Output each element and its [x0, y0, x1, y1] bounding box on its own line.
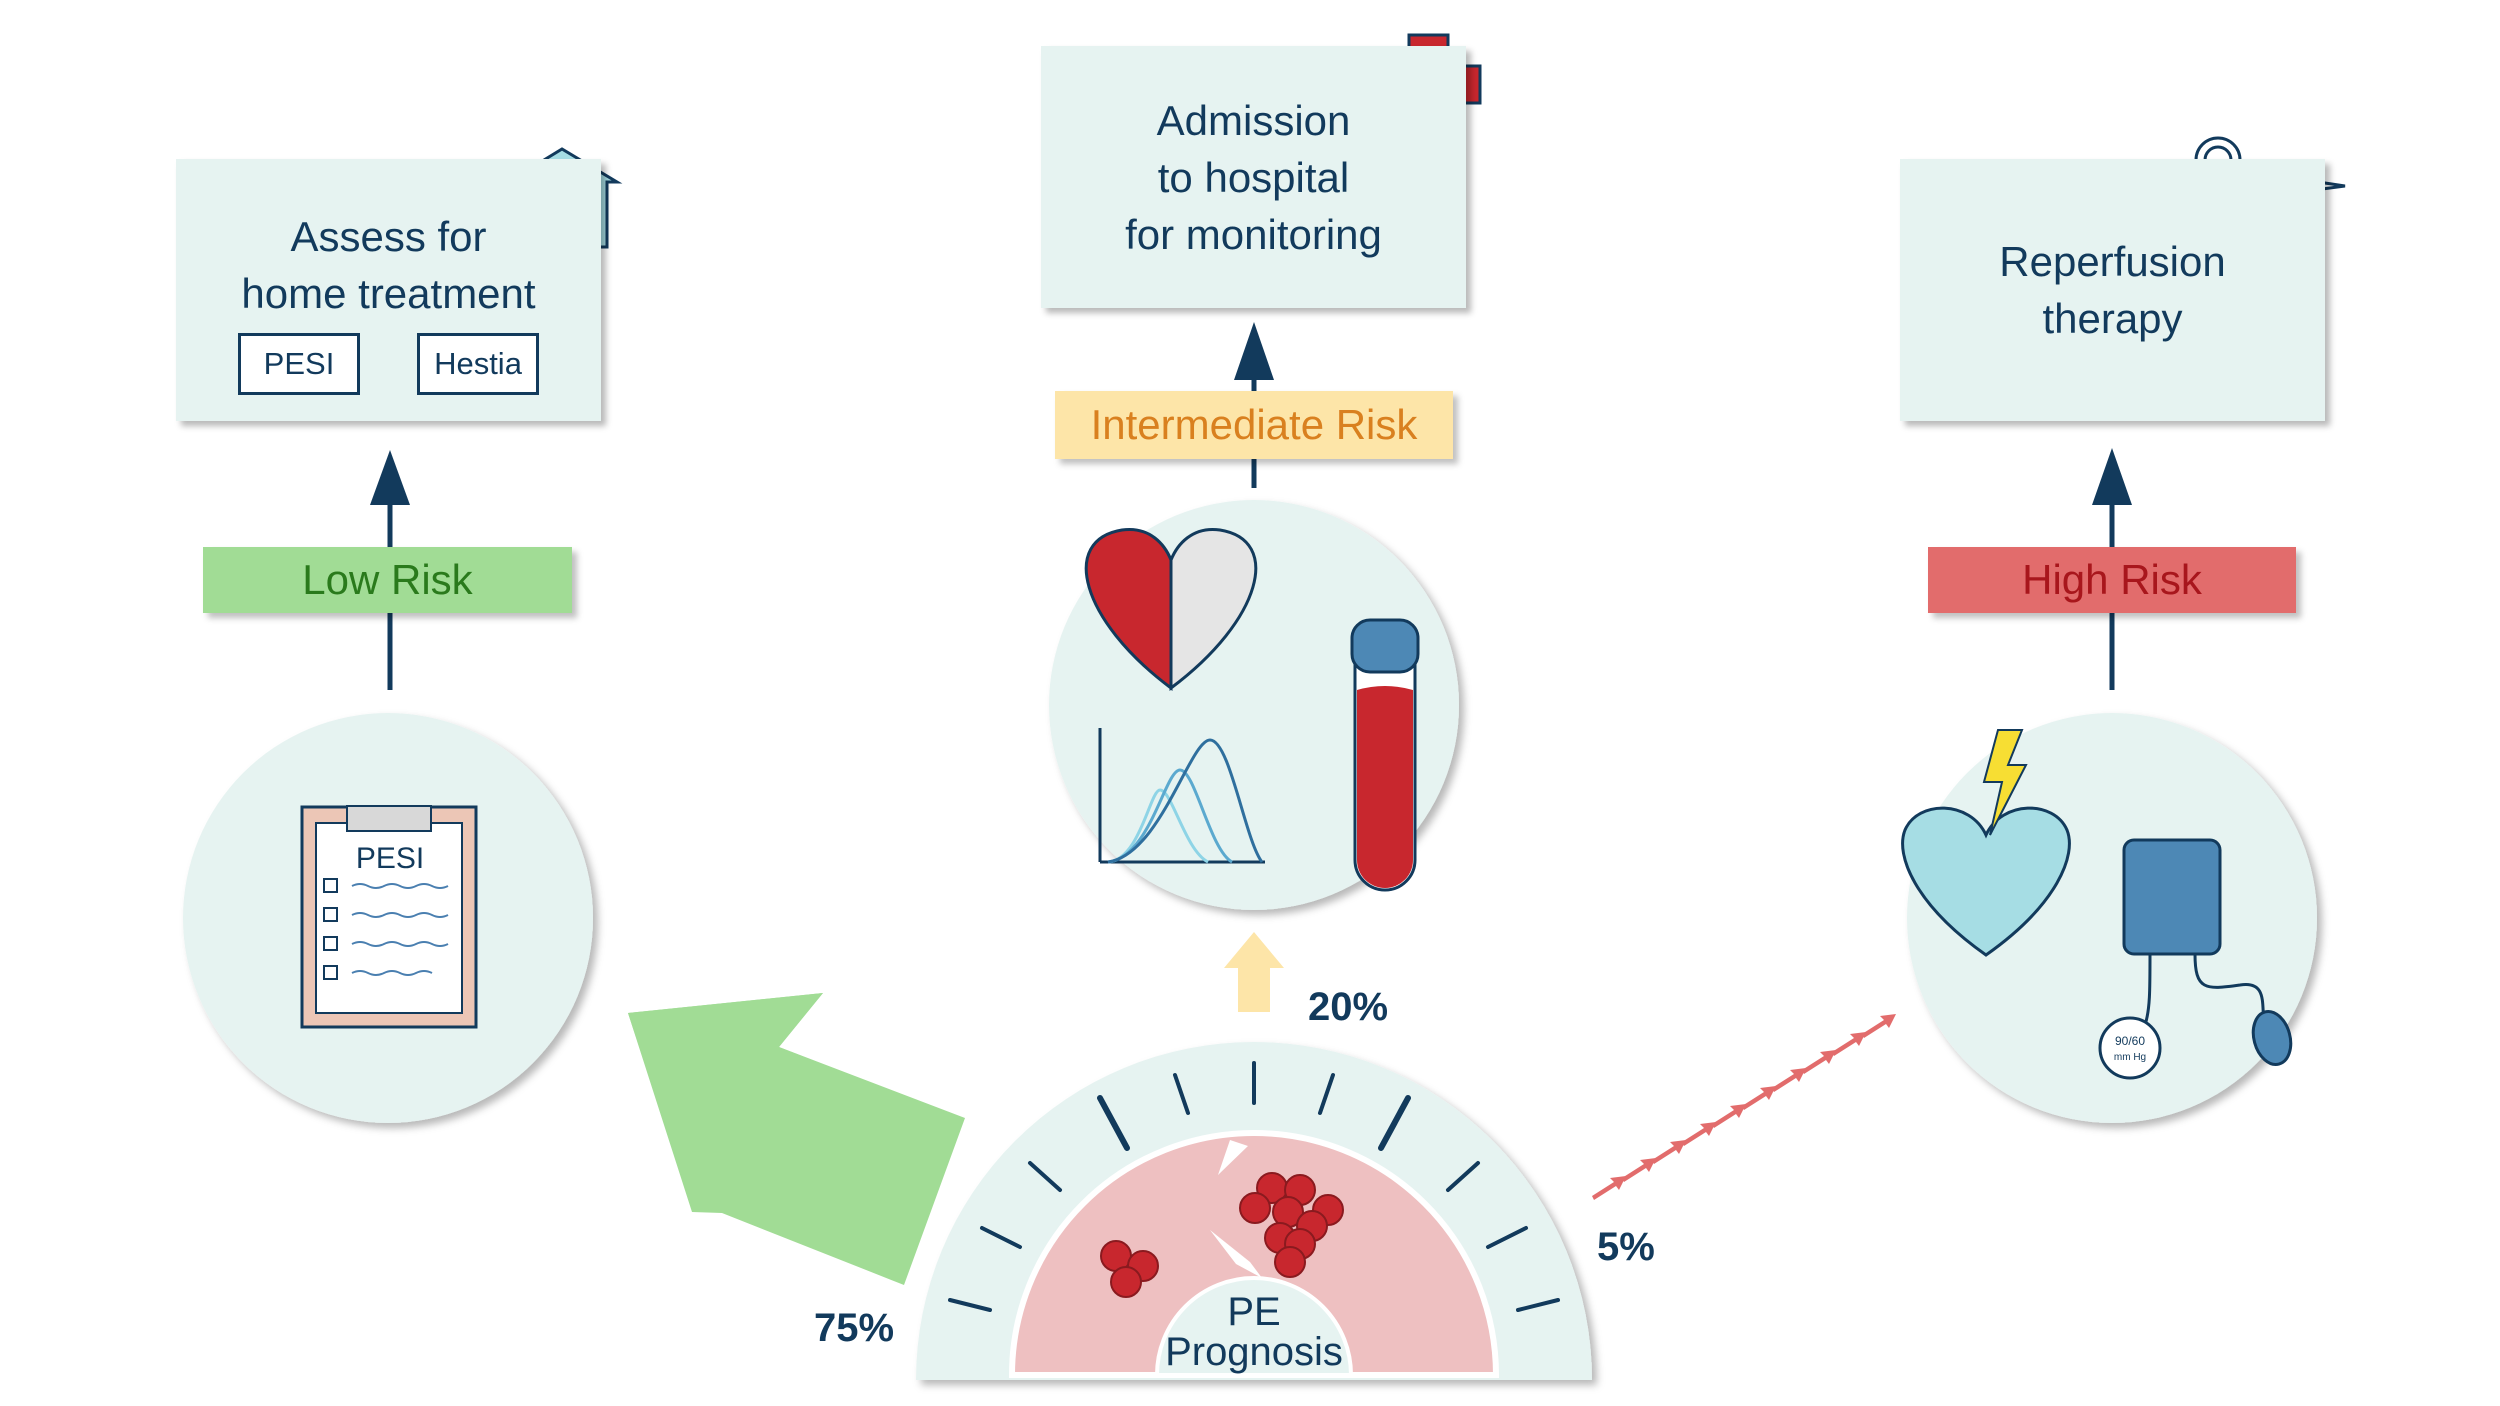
blood-tube-icon	[1350, 618, 1420, 892]
heart-half-icon	[1084, 527, 1258, 691]
intermediate-risk-percent: 20%	[1308, 985, 1389, 1029]
dial-ticks	[948, 1061, 1560, 1312]
high-risk-flow-arrow	[1592, 1014, 1896, 1200]
curves-icon	[1098, 728, 1265, 864]
high-risk-percent: 5%	[1597, 1225, 1655, 1269]
admission-box: Admission to hospital for monitoring	[1041, 46, 1466, 308]
intermediate-risk-flow-arrow	[1224, 932, 1284, 1012]
reperfusion-box: Reperfusion therapy	[1900, 159, 2325, 421]
dial-label: PE Prognosis	[1154, 1292, 1354, 1372]
reperfusion-line2: therapy	[2042, 295, 2183, 342]
dial-label-line1: PE	[1227, 1290, 1281, 1334]
low-risk-percent: 75%	[814, 1306, 895, 1350]
clot-small	[1100, 1240, 1159, 1298]
high-risk-tag: High Risk	[1928, 547, 2296, 613]
home-treatment-line1: Assess for	[290, 213, 487, 260]
admission-line2: to hospital	[1157, 153, 1350, 201]
reperfusion-line1: Reperfusion	[1999, 238, 2226, 285]
blood-pressure-cuff-icon: 90/60 mm Hg	[2098, 838, 2293, 1080]
admission-line3: for monitoring	[1125, 210, 1382, 258]
clot-cluster	[1239, 1172, 1344, 1278]
clipboard-icon	[300, 805, 478, 1029]
heart-lightning-icon	[1901, 729, 2071, 957]
hestia-tool-button: Hestia	[417, 333, 539, 395]
dial-label-line2: Prognosis	[1165, 1330, 1343, 1374]
clipboard-title: PESI	[355, 842, 425, 875]
pesi-tool-button: PESI	[238, 333, 360, 395]
home-treatment-line2: home treatment	[241, 270, 536, 317]
low-risk-tag: Low Risk	[203, 547, 572, 613]
bp-gauge-reading: 90/60	[2115, 1034, 2145, 1048]
bp-gauge-unit: mm Hg	[2114, 1052, 2146, 1063]
admission-line1: Admission	[1156, 96, 1351, 144]
prognosis-dial	[916, 1042, 1592, 1380]
intermediate-risk-tag: Intermediate Risk	[1055, 391, 1453, 459]
